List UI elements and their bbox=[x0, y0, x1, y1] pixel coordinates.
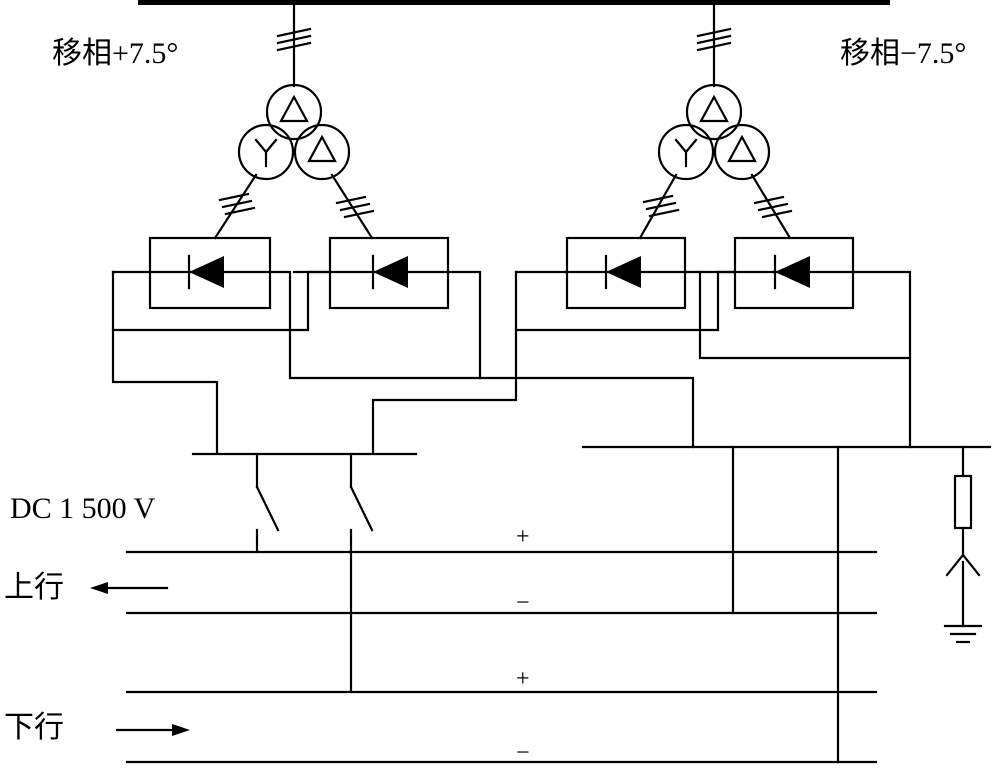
down-negative-sign: − bbox=[516, 740, 530, 766]
star-symbol bbox=[254, 138, 278, 168]
primary-winding-delta bbox=[685, 83, 743, 141]
secondary-winding-star bbox=[657, 123, 715, 181]
delta-symbol bbox=[699, 94, 729, 123]
three-phase-mark bbox=[753, 195, 793, 219]
grounding-branch bbox=[943, 445, 983, 644]
three-phase-mark bbox=[218, 192, 256, 216]
down-positive-sign: + bbox=[516, 666, 530, 692]
rectifier-interconnection-wiring bbox=[111, 270, 912, 455]
feeder-switch-up bbox=[255, 452, 280, 554]
rectifier-unit-3 bbox=[514, 236, 687, 310]
diode-icon bbox=[373, 256, 408, 288]
phase-shift-right-label: 移相−7.5° bbox=[840, 37, 966, 70]
diode-icon bbox=[606, 256, 641, 288]
right-transformer-group bbox=[638, 2, 793, 240]
down-track-label: 下行 bbox=[4, 711, 64, 744]
right-three-winding-transformer bbox=[657, 83, 771, 181]
delta-symbol bbox=[307, 134, 337, 163]
delta-symbol bbox=[727, 134, 757, 163]
down-direction-arrow bbox=[115, 724, 190, 736]
up-positive-sign: + bbox=[516, 524, 530, 550]
secondary-winding-delta bbox=[293, 123, 351, 181]
left-secondary-lead-a bbox=[213, 173, 258, 240]
primary-winding-delta bbox=[265, 83, 323, 141]
star-symbol bbox=[674, 138, 698, 168]
ground-icon bbox=[943, 624, 983, 644]
rectifier-unit-1 bbox=[111, 236, 272, 310]
three-phase-mark bbox=[276, 27, 312, 52]
feeder-switch-down bbox=[349, 452, 374, 694]
up-negative-sign: − bbox=[516, 590, 530, 616]
secondary-winding-star bbox=[237, 123, 295, 181]
diode-icon bbox=[775, 256, 810, 288]
secondary-winding-delta bbox=[713, 123, 771, 181]
delta-symbol bbox=[279, 94, 309, 123]
phase-shift-left-label: 移相+7.5° bbox=[52, 37, 178, 70]
resistor-icon bbox=[953, 474, 973, 530]
diode-icon bbox=[189, 256, 224, 288]
three-phase-mark bbox=[335, 195, 375, 219]
three-phase-mark bbox=[642, 194, 680, 218]
dc-voltage-label: DC 1 500 V bbox=[10, 492, 156, 525]
spark-gap-icon bbox=[945, 553, 981, 577]
left-three-winding-transformer bbox=[237, 83, 351, 181]
three-phase-mark bbox=[696, 27, 732, 52]
left-secondary-lead-b bbox=[330, 173, 374, 240]
left-transformer-group bbox=[213, 2, 375, 240]
up-track-label: 上行 bbox=[4, 571, 64, 604]
up-direction-arrow bbox=[90, 582, 169, 594]
